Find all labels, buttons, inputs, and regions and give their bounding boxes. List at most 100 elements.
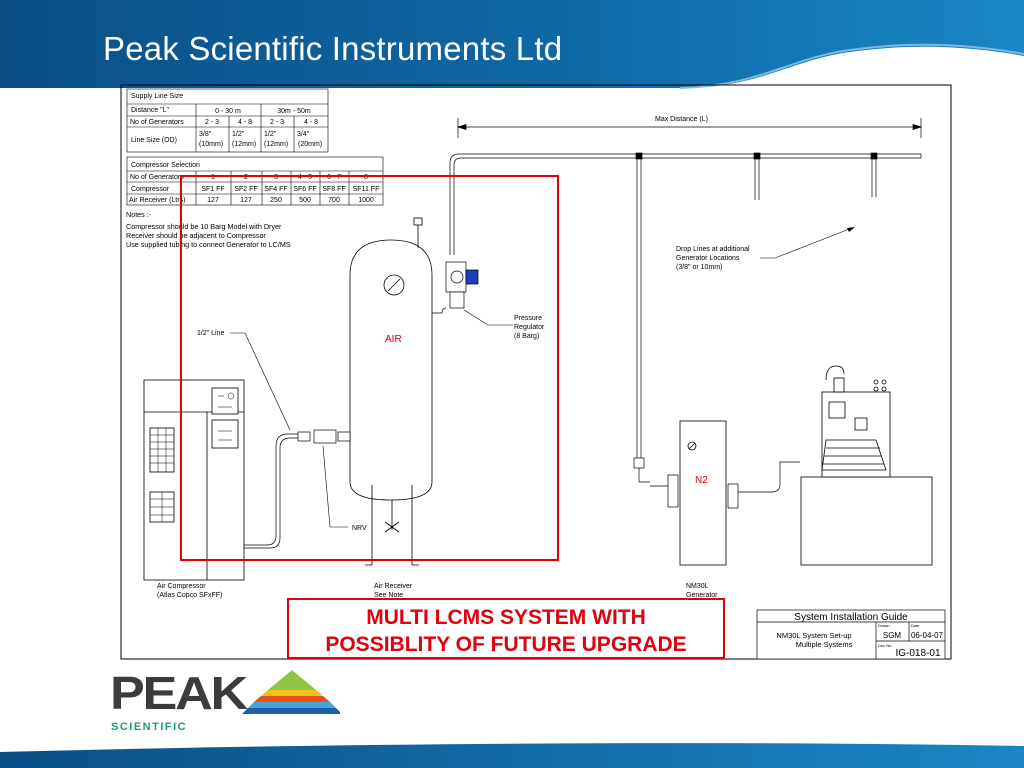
supply-row-label: Line Size (OD) <box>131 137 177 144</box>
page-title: Peak Scientific Instruments Ltd <box>103 30 563 67</box>
title-block-title: System Installation Guide <box>794 612 908 623</box>
supply-row-label: No of Generators <box>130 119 184 126</box>
date-value: 06-04-07 <box>911 631 944 640</box>
installation-diagram: Supply Line Size Distance "L" 0 - 30 m 3… <box>120 84 952 660</box>
header-banner: Peak Scientific Instruments Ltd <box>0 0 1024 100</box>
notes-heading: Notes :- <box>126 210 152 219</box>
supply-line <box>449 153 922 255</box>
compressor-hose <box>244 429 351 549</box>
pressure-regulator-label: Regulator <box>514 324 545 331</box>
supply-cell: 3/8" <box>199 131 212 138</box>
compressor-cell: 2 <box>244 174 248 181</box>
supply-cell: (12mm) <box>264 141 288 148</box>
notes-line: Compressor should be 10 Barg Model with … <box>126 222 282 231</box>
compressor-cell: 700 <box>328 197 340 204</box>
notes-line: Receiver should be adjacent to Compresso… <box>126 231 266 240</box>
drawing-border <box>120 84 952 660</box>
compressor-cell: SF1 FF <box>201 186 224 193</box>
supply-cell: 4 - 8 <box>304 119 318 126</box>
compressor-cell: SF11 FF <box>353 186 380 193</box>
supply-cell: 30m - 50m <box>277 108 311 115</box>
compressor-grilles <box>150 392 235 522</box>
title-block-description: NM30L System Set-up <box>776 631 851 640</box>
pressure-regulator-label: Pressure <box>514 315 542 322</box>
upgrade-callout: MULTI LCMS SYSTEM WITH POSSIBLITY OF FUT… <box>287 598 725 659</box>
drop-line-tee <box>635 152 643 460</box>
compressor-table-title: Compressor Selection <box>131 162 200 169</box>
nm30l-generator <box>679 420 727 566</box>
supply-line-table <box>126 88 329 153</box>
compressor-row-label: No of Generators <box>130 174 184 181</box>
compressor-cell: 3 <box>274 174 278 181</box>
supply-cell: (12mm) <box>232 141 256 148</box>
compressor-cell: SF6 FF <box>293 186 316 193</box>
air-label: AIR <box>385 334 402 345</box>
supply-cell: 4 - 8 <box>238 119 252 126</box>
supply-table-title: Supply Line Size <box>131 93 183 100</box>
compressor-table-text: Compressor Selection No of Generators 1 … <box>129 162 379 204</box>
date-caption: Date <box>911 623 920 628</box>
max-distance-label: Max Distance (L) <box>655 116 708 123</box>
title-block <box>756 609 946 660</box>
nm30l-label: NM30L <box>686 583 709 590</box>
leader-line <box>760 227 853 259</box>
lcms-instrument <box>800 365 933 566</box>
compressor-cell: 1000 <box>358 197 374 204</box>
air-receiver-tank <box>349 217 433 566</box>
highlight-box <box>180 175 559 561</box>
air-receiver-label: Air Receiver <box>374 583 413 590</box>
compressor-cell: 127 <box>240 197 252 204</box>
compressor-row-label: Compressor <box>131 186 170 193</box>
compressor-cell: 8 <box>364 174 368 181</box>
nm30l-label: Generator <box>686 592 718 599</box>
leader-line <box>230 332 291 431</box>
air-receiver-label: See Note <box>374 592 403 599</box>
generator-filters <box>633 457 800 509</box>
supply-cell: 2 - 3 <box>205 119 219 126</box>
drawn-caption: Drawn <box>878 623 890 628</box>
supply-cell: (10mm) <box>199 141 223 148</box>
drawn-value: SGM <box>883 631 902 640</box>
callout-line: MULTI LCMS SYSTEM WITH <box>366 606 646 629</box>
compressor-cell: SF8 FF <box>322 186 345 193</box>
drop-lines-label: (3/8" or 10mm) <box>676 264 722 271</box>
supply-cell: 1/2" <box>264 131 277 138</box>
callout-line: POSSIBLITY OF FUTURE UPGRADE <box>325 633 687 656</box>
logo-subtitle: SCIENTIFIC <box>111 721 187 733</box>
doc-no-value: IG-018-01 <box>895 648 940 659</box>
drop-lines-label: Generator Locations <box>676 255 740 262</box>
compressor-cell: SF4 FF <box>264 186 287 193</box>
drop-lines-label: Drop Lines at additional <box>676 246 750 253</box>
supply-cell: 3/4" <box>297 131 310 138</box>
pressure-regulator <box>432 261 479 314</box>
compressor-cell: 250 <box>270 197 282 204</box>
supply-cell: 1/2" <box>232 131 245 138</box>
leader-arrow <box>847 227 855 232</box>
supply-cell: 2 - 3 <box>270 119 284 126</box>
half-inch-line-label: 1/2" Line <box>197 330 225 337</box>
logo-mountain-icon <box>242 670 340 714</box>
supply-line-table-text: Supply Line Size Distance "L" 0 - 30 m 3… <box>130 93 322 148</box>
compressor-cell: 1 <box>211 174 215 181</box>
max-distance-dimension <box>456 118 923 138</box>
compressor-cell: 6 - 7 <box>327 174 341 181</box>
title-block-description: Multiple Systems <box>796 640 853 649</box>
compressor-row-label: Air Receiver (Ltrs) <box>129 197 185 204</box>
n2-label: N2 <box>695 475 708 486</box>
drop-lines <box>635 152 878 460</box>
drop-line-tee <box>870 152 878 197</box>
header-wave <box>0 43 1024 100</box>
nrv-label: NRV <box>352 525 367 532</box>
drop-line-tee <box>753 152 761 200</box>
pressure-regulator-label: (8 Barg) <box>514 333 539 340</box>
leader-line <box>322 445 348 528</box>
logo-word: PEAK <box>110 668 248 719</box>
compressor-cell: 4 - 5 <box>298 174 312 181</box>
notes-line: Use supplied tubing to connect Generator… <box>126 240 291 249</box>
peak-logo: PEAK SCIENTIFIC <box>110 668 340 733</box>
supply-cell: 0 - 30 m <box>215 108 241 115</box>
notes: Notes :- Compressor should be 10 Barg Mo… <box>126 210 291 249</box>
supply-row-label: Distance "L" <box>131 107 170 114</box>
compressor-cell: 500 <box>299 197 311 204</box>
footer-band <box>0 743 1024 768</box>
